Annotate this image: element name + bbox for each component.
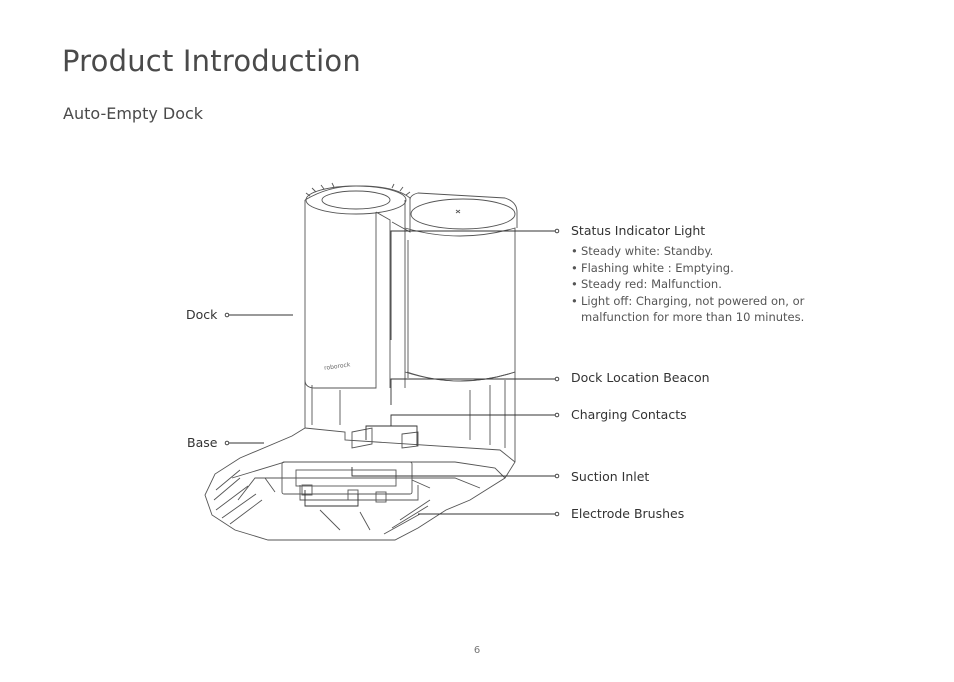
page-number: 6: [473, 645, 481, 656]
contacts-leader: [365, 414, 555, 446]
callout-status-indicator-light: Status Indicator Light: [571, 223, 706, 238]
base-outline: [204, 372, 516, 541]
callout-base: Base: [187, 435, 218, 450]
beacon-leader: [390, 378, 555, 405]
brand-mark: roborock: [324, 361, 352, 372]
dust-drum: [404, 192, 518, 388]
status-light-bullets: Steady white: Standby. Flashing white : …: [571, 243, 841, 326]
page-title: Product Introduction: [62, 44, 361, 78]
callout-dock: Dock: [186, 307, 218, 322]
section-title: Auto-Empty Dock: [63, 104, 204, 123]
callout-leaders: [224, 228, 560, 517]
callout-dock-location-beacon: Dock Location Beacon: [571, 370, 710, 385]
status-bullet: Light off: Charging, not powered on, or …: [571, 293, 841, 326]
status-bullet: Steady white: Standby.: [571, 243, 841, 260]
dock-column: roborock: [304, 182, 411, 389]
suction-leader: [351, 467, 555, 477]
brushes-leader: [304, 490, 555, 515]
callout-charging-contacts: Charging Contacts: [571, 407, 687, 422]
status-bullet: Steady red: Malfunction.: [571, 276, 841, 293]
callout-electrode-brushes: Electrode Brushes: [571, 506, 685, 521]
status-bullet: Flashing white : Emptying.: [571, 260, 841, 277]
status-light-leader: [390, 230, 555, 340]
callout-suction-inlet: Suction Inlet: [571, 469, 650, 484]
